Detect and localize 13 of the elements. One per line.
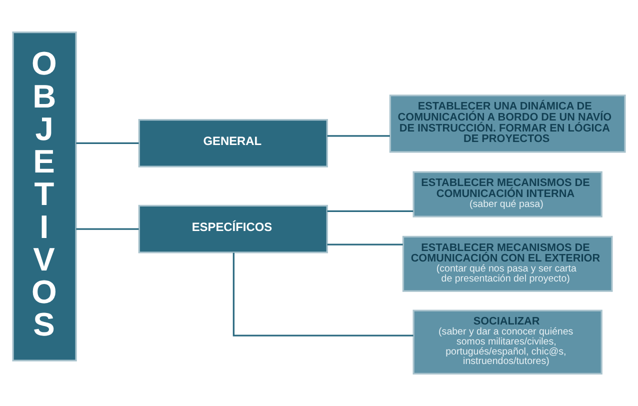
connector (76, 228, 139, 230)
connector (327, 244, 403, 246)
connector (232, 252, 414, 336)
node-box: GENERAL (138, 119, 328, 168)
connector (327, 210, 414, 212)
node-box: ESTABLECER UNA DINÁMICA DE COMUNICACIÓN A BORDO DE UN NAVÍO DE INSTRUCCIÓN. FORMAR EN LÓGICA DE PROYECTOS (389, 94, 626, 153)
node-box: OBJETIVOS (12, 32, 77, 362)
node-box: SOCIALIZAR (saber y dar a conocer quiénes somos militares/civiles, portugués/español, chic@s, instruendos/tutores) (412, 310, 602, 374)
node-box: ESTABLECER MECANISMOS DE COMUNICACIÓN CON EL EXTERIOR (contar qué nos pasa y ser carta de presentación del proyecto) (402, 236, 613, 292)
connector (327, 135, 390, 137)
connector (76, 142, 139, 144)
node-box: ESPECÍFICOS (138, 204, 328, 254)
node-box: ESTABLECER MECANISMOS DE COMUNICACIÓN INTERNA (saber qué pasa) (412, 171, 602, 218)
